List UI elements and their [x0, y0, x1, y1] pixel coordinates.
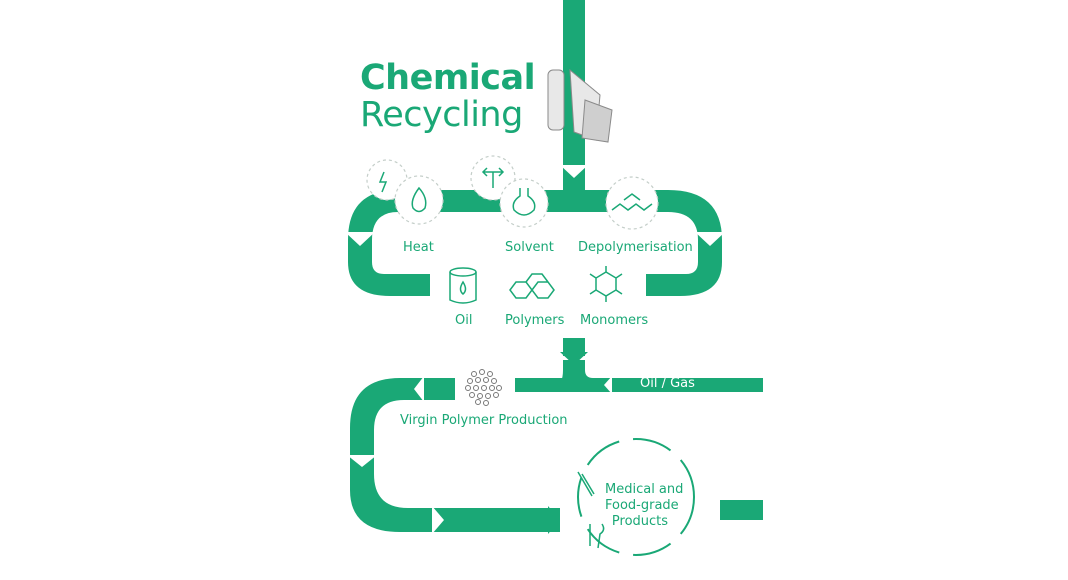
merge-pipe: [552, 360, 763, 392]
syringe-icon: [577, 471, 595, 497]
oil-barrel-icon: [449, 267, 477, 304]
split-arrow-icon: [481, 167, 505, 188]
exit-pipe: [720, 500, 763, 520]
process-label-heat: Heat: [403, 240, 434, 255]
left-arrow: [414, 376, 424, 402]
input-label-oil-gas: Oil / Gas: [640, 376, 695, 391]
right-arrow: [548, 506, 560, 534]
title-line-2: Recycling: [360, 95, 523, 135]
products-ring: [577, 438, 695, 556]
flame-icon: [411, 186, 427, 213]
cutlery-icon: [589, 523, 605, 549]
process-label-depolymerisation: Depolymerisation: [578, 240, 693, 255]
right-lower-pipe: [646, 248, 722, 296]
output-label-polymers: Polymers: [505, 313, 565, 328]
output-label-monomers: Monomers: [580, 313, 649, 328]
down-arrow: [560, 165, 588, 178]
down-arrow: [347, 455, 377, 467]
down-arrow: [695, 232, 725, 246]
flask-icon: [512, 188, 536, 216]
products-line: Medical and: [605, 482, 684, 497]
polymer-pellets-icon: [465, 369, 502, 406]
left-arrow: [604, 376, 612, 394]
output-label-oil: Oil: [455, 313, 473, 328]
down-arrow: [345, 232, 375, 246]
sparks-icon: [378, 171, 388, 193]
left-lower-pipe: [348, 248, 430, 296]
products-label: Medical and Food-grade Products: [605, 482, 684, 530]
products-line: Food-grade: [605, 498, 679, 513]
production-label: Virgin Polymer Production: [400, 413, 568, 428]
process-label-solvent: Solvent: [505, 240, 554, 255]
hexagon-polymer-icon: [509, 273, 555, 299]
down-arrow: [560, 352, 588, 365]
products-line: Products: [611, 514, 669, 529]
output-drop-pipe: [563, 338, 585, 356]
bottom-loop-pipe: [350, 378, 563, 532]
monomer-molecule-icon: [589, 266, 623, 302]
title-line-1: Chemical: [360, 58, 536, 98]
plastic-waste-icon: [547, 68, 613, 143]
right-arrow: [432, 506, 444, 534]
chain-molecule-icon: [611, 193, 653, 211]
